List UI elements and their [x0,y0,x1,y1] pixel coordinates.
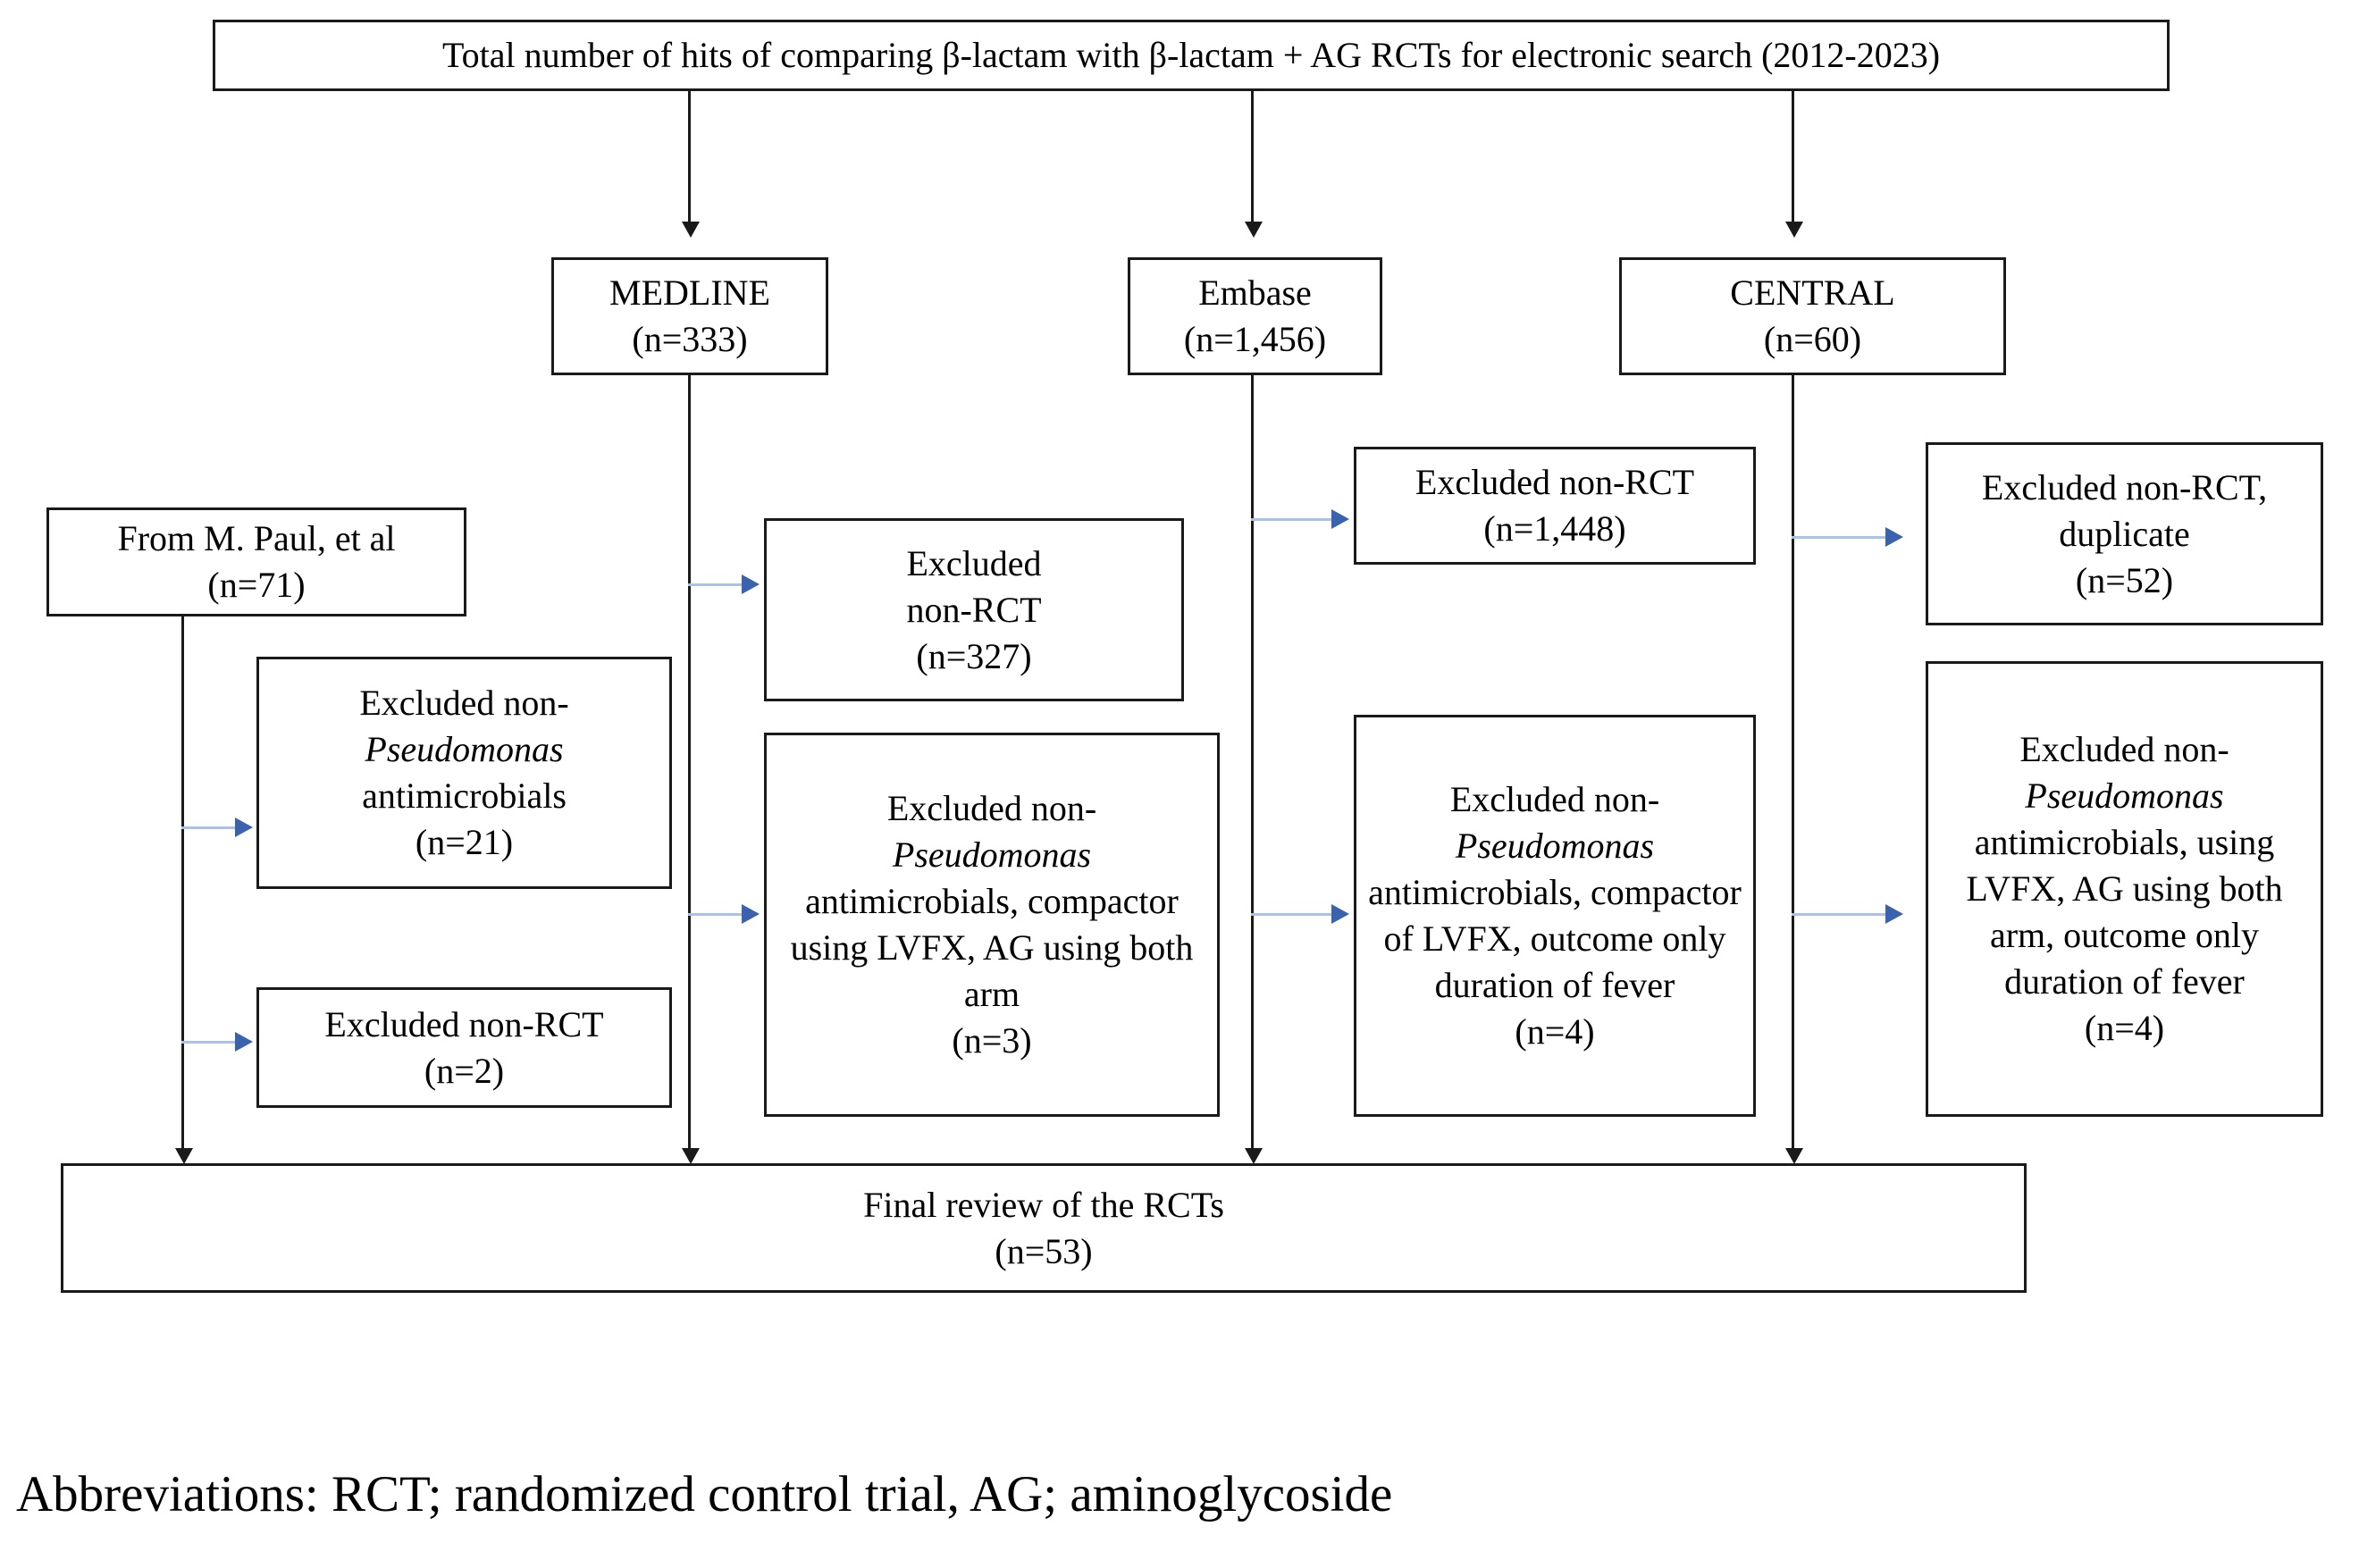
box-exclusion-paul-nonpseudomonas: Excluded non- Pseudomonas antimicrobials… [256,657,672,889]
arrowhead-medline-to-detail [742,904,760,924]
central-nonrct-count: (n=52) [2075,559,2174,600]
box-exclusion-central-detail: Excluded non- Pseudomonas antimicrobials… [1926,661,2323,1117]
db-embase-name: Embase [1198,273,1312,313]
box-exclusion-medline-detail: Excluded non- Pseudomonas antimicrobials… [764,733,1220,1117]
db-medline-count: (n=333) [632,319,748,359]
box-exclusion-embase-detail-text: Excluded non- Pseudomonas antimicrobials… [1365,776,1744,1055]
paul-line1: From M. Paul, et al [117,518,396,558]
embase-detail-pre: Excluded non- [1449,779,1660,819]
final-count: (n=53) [995,1230,1093,1271]
central-nonrct-pre: Excluded non-RCT, duplicate [1981,466,2268,554]
paul-nonpseudo-post: antimicrobials [362,776,567,816]
arrowhead-paul-to-nonpseudomonas [235,818,253,837]
box-database-central: CENTRAL (n=60) [1619,257,2006,375]
connector-central-to-final [1792,375,1794,1154]
arrowhead-paul-to-final [175,1148,193,1164]
box-exclusion-central-nonrct-text: Excluded non-RCT, duplicate (n=52) [1937,465,2312,604]
db-central-name: CENTRAL [1730,273,1895,313]
medline-nonrct-count: (n=327) [916,635,1032,676]
arrowhead-total-to-central [1785,222,1803,238]
box-database-central-text: CENTRAL (n=60) [1631,270,1994,363]
box-exclusion-embase-nonrct-text: Excluded non-RCT (n=1,448) [1365,459,1744,552]
arrowhead-medline-to-final [682,1148,700,1164]
medline-detail-count: (n=3) [952,1020,1032,1061]
box-exclusion-paul-nonrct-text: Excluded non-RCT (n=2) [268,1002,660,1094]
connector-embase-to-final [1251,375,1254,1154]
connector-total-to-medline [688,91,691,225]
arrowhead-embase-to-final [1245,1148,1263,1164]
arrowhead-embase-to-nonrct [1331,509,1349,529]
connector-total-to-embase [1251,91,1254,225]
arrowhead-total-to-embase [1245,222,1263,238]
paul-nonpseudo-italic: Pseudomonas [365,729,564,769]
box-database-medline: MEDLINE (n=333) [551,257,828,375]
arrowhead-paul-to-nonrct [235,1032,253,1052]
box-exclusion-embase-detail: Excluded non- Pseudomonas antimicrobials… [1354,715,1756,1117]
box-exclusion-embase-nonrct: Excluded non-RCT (n=1,448) [1354,447,1756,565]
box-exclusion-paul-nonrct: Excluded non-RCT (n=2) [256,987,672,1108]
medline-nonrct-line2: non-RCT [906,589,1042,630]
paul-nonrct-count: (n=2) [424,1050,505,1091]
arrowhead-central-to-nonrct [1885,527,1903,547]
connector-total-to-central [1792,91,1794,225]
arrowhead-medline-to-nonrct [742,574,760,594]
box-exclusion-medline-nonrct-text: Excluded non-RCT (n=327) [776,541,1172,680]
box-exclusion-paul-nonpseudomonas-text: Excluded non- Pseudomonas antimicrobials… [268,680,660,866]
box-exclusion-central-nonrct: Excluded non-RCT, duplicate (n=52) [1926,442,2323,625]
central-detail-pre: Excluded non- [2019,729,2229,769]
branch-central-to-nonrct [1792,536,1894,539]
medline-detail-italic: Pseudomonas [892,834,1092,875]
final-line1: Final review of the RCTs [863,1184,1224,1225]
arrowhead-embase-to-detail [1331,904,1349,924]
box-database-embase-text: Embase (n=1,456) [1139,270,1371,363]
arrowhead-central-to-detail [1885,904,1903,924]
paul-nonrct-pre: Excluded non-RCT [324,1003,604,1044]
central-detail-post: antimicrobials, using LVFX, AG using bot… [1966,822,2283,1002]
branch-paul-to-nonpseudomonas [181,826,244,829]
embase-detail-italic: Pseudomonas [1455,826,1655,866]
box-exclusion-medline-nonrct: Excluded non-RCT (n=327) [764,518,1184,701]
connector-medline-to-final [688,375,691,1154]
db-medline-name: MEDLINE [609,273,770,313]
abbreviations-note: Abbreviations: RCT; randomized control t… [16,1466,1393,1522]
embase-nonrct-count: (n=1,448) [1483,508,1626,549]
branch-medline-to-nonrct [688,583,751,586]
medline-detail-pre: Excluded non- [886,788,1097,828]
box-source-paul-text: From M. Paul, et al (n=71) [58,516,455,608]
box-exclusion-medline-detail-text: Excluded non- Pseudomonas antimicrobials… [776,785,1208,1064]
arrowhead-total-to-medline [682,222,700,238]
db-embase-count: (n=1,456) [1183,319,1327,359]
medline-detail-post: antimicrobials, compactor using LVFX, AG… [790,881,1194,1014]
branch-medline-to-detail [688,913,751,916]
branch-embase-to-detail [1251,913,1340,916]
embase-detail-count: (n=4) [1515,1011,1595,1052]
box-database-embase: Embase (n=1,456) [1128,257,1382,375]
embase-nonrct-pre: Excluded non-RCT [1415,462,1695,502]
central-detail-italic: Pseudomonas [2025,776,2224,816]
db-central-count: (n=60) [1763,319,1862,359]
branch-central-to-detail [1792,913,1894,916]
paul-nonpseudo-pre: Excluded non- [359,683,569,723]
box-source-paul: From M. Paul, et al (n=71) [46,507,466,616]
box-exclusion-central-detail-text: Excluded non- Pseudomonas antimicrobials… [1937,726,2312,1052]
arrowhead-central-to-final [1785,1148,1803,1164]
paul-nonpseudo-count: (n=21) [415,822,514,862]
embase-detail-post: antimicrobials, compactor of LVFX, outco… [1368,872,1742,1005]
paul-count: (n=71) [207,565,306,605]
box-final-review: Final review of the RCTs (n=53) [61,1163,2027,1293]
box-total-hits-text: Total number of hits of comparing β-lact… [441,35,1941,75]
box-final-review-text: Final review of the RCTs (n=53) [72,1182,2015,1275]
connector-paul-to-final [181,616,184,1154]
box-total-hits: Total number of hits of comparing β-lact… [213,20,2170,91]
central-detail-count: (n=4) [2084,1008,2165,1048]
box-database-medline-text: MEDLINE (n=333) [563,270,817,363]
medline-nonrct-line1: Excluded [906,542,1042,583]
branch-paul-to-nonrct [181,1041,244,1044]
branch-embase-to-nonrct [1251,518,1340,521]
